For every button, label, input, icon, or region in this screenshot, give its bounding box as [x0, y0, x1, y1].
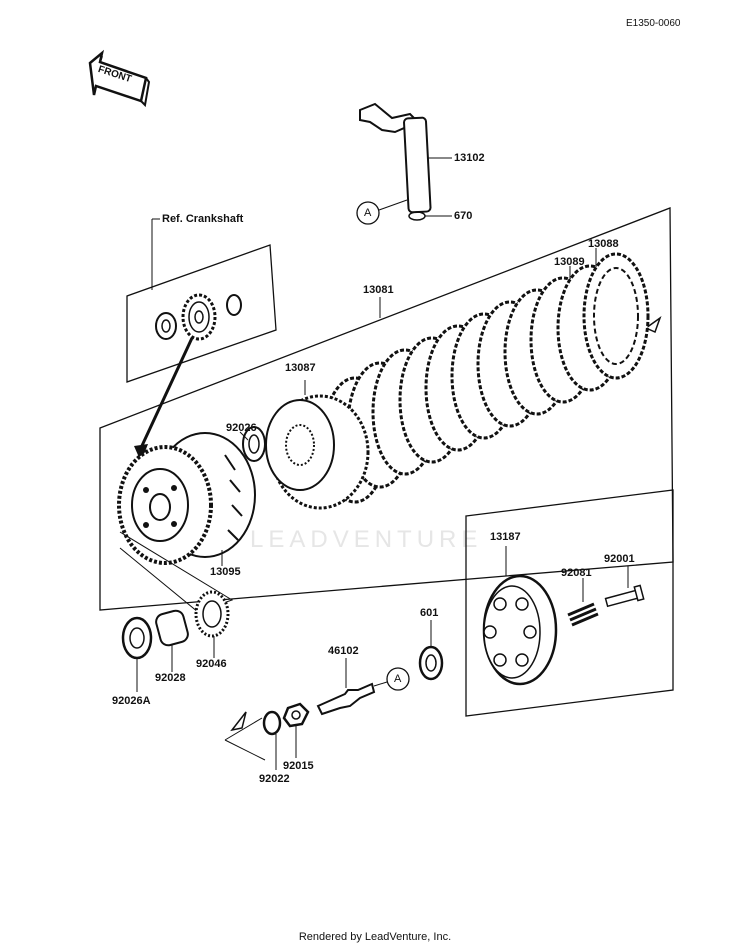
clutch-hub [239, 380, 370, 510]
part-13187: 13187 [490, 531, 521, 543]
part-92022: 92022 [259, 773, 290, 785]
part-13102: 13102 [454, 152, 485, 164]
part-13087: 13087 [285, 362, 316, 374]
pushrod-parts [224, 620, 444, 770]
part-601: 601 [420, 607, 439, 619]
part-92081: 92081 [561, 567, 592, 579]
watermark: LEADVENTURE [250, 526, 483, 553]
front-arrow-icon [88, 49, 151, 108]
part-92001: 92001 [604, 553, 635, 565]
part-13081: 13081 [363, 284, 394, 296]
part-92026a: 92026A [112, 695, 151, 707]
clutch-housing [117, 432, 256, 613]
callout-a-bottom: A [394, 673, 402, 685]
crankshaft-gear-box [126, 218, 277, 462]
ref-crankshaft-label: Ref. Crankshaft [162, 213, 244, 225]
part-92026: 92026 [226, 422, 257, 434]
part-13095: 13095 [210, 566, 241, 578]
hub-bearing-parts [121, 590, 230, 692]
part-92028: 92028 [155, 672, 186, 684]
pressure-plate-box [465, 489, 674, 717]
callout-a-top: A [364, 207, 372, 219]
part-92015: 92015 [283, 760, 314, 772]
part-13089: 13089 [554, 256, 585, 268]
footer-credit: Rendered by LeadVenture, Inc. [298, 931, 452, 943]
part-92046: 92046 [196, 658, 227, 670]
release-shaft [356, 102, 452, 225]
part-46102: 46102 [328, 645, 359, 657]
diagram-code: E1350-0060 [626, 18, 681, 29]
part-13088: 13088 [588, 238, 619, 250]
part-670: 670 [454, 210, 473, 222]
